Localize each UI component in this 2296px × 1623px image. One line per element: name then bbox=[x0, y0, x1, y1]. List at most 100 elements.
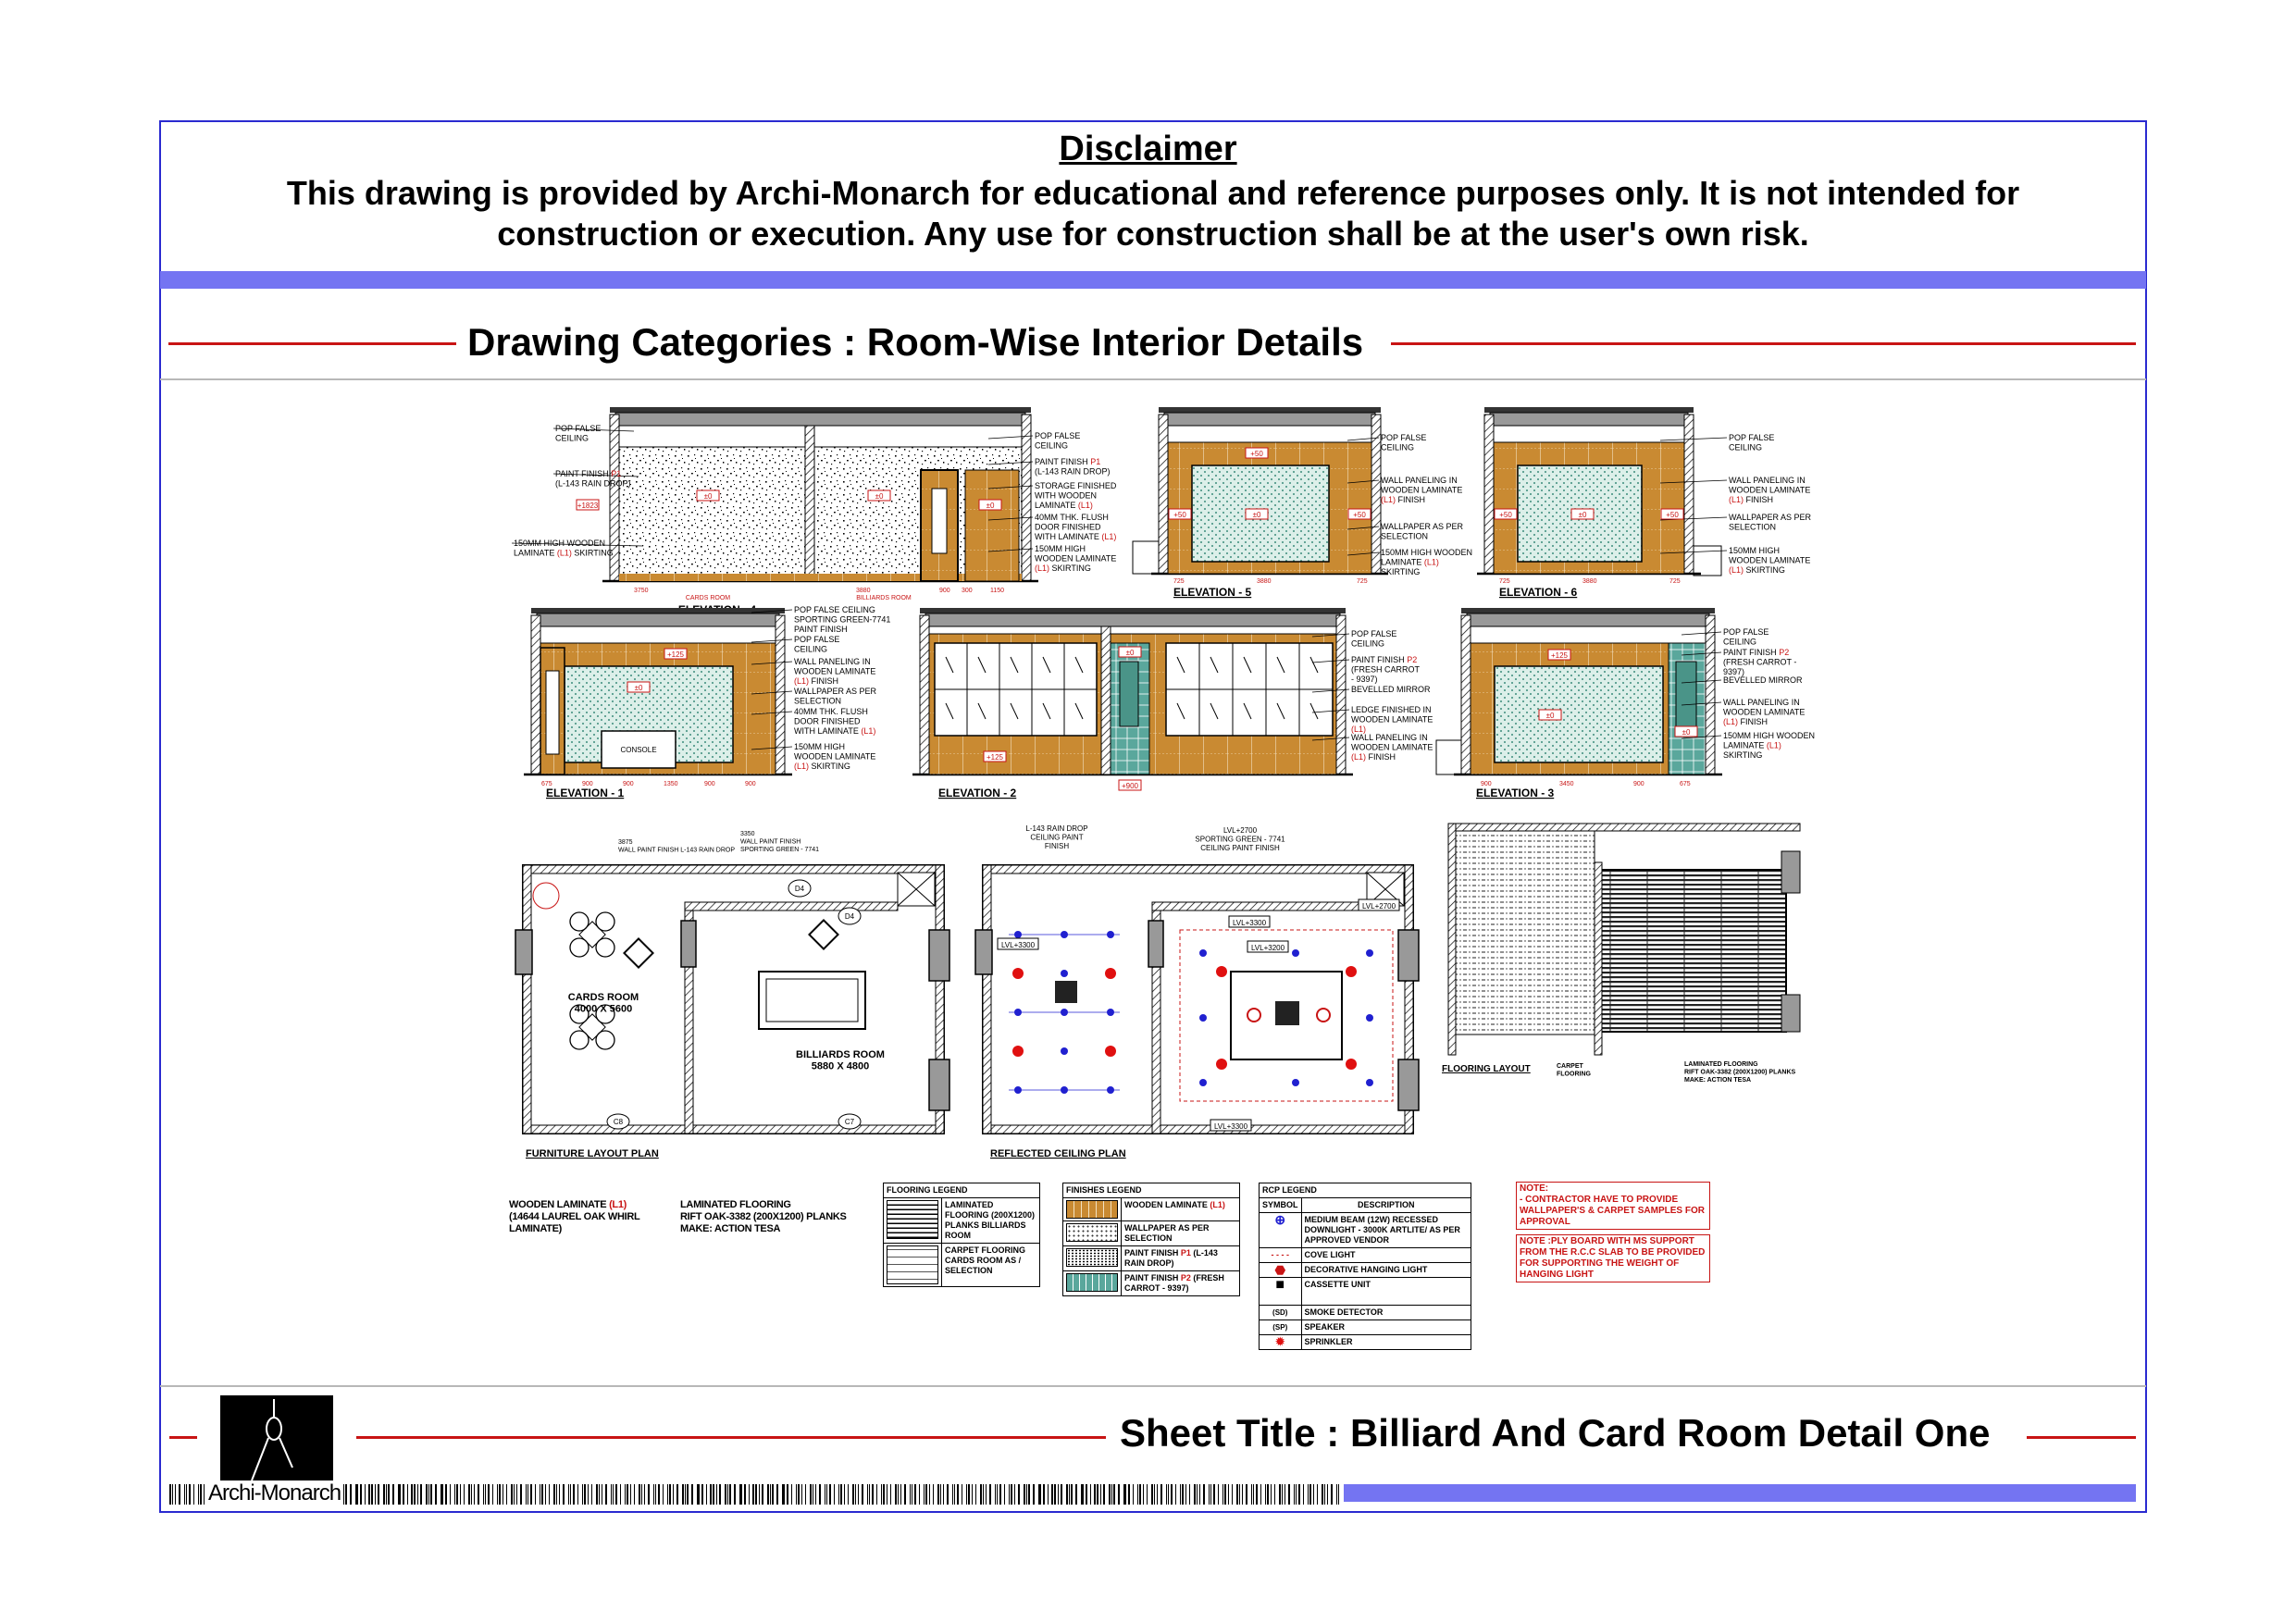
note-samples: NOTE: - CONTRACTOR HAVE TO PROVIDE WALLP… bbox=[1516, 1182, 1710, 1230]
chair-icon bbox=[595, 1030, 615, 1050]
ac-unit bbox=[1693, 545, 1722, 576]
barcode-bar bbox=[611, 1484, 612, 1505]
slab bbox=[531, 608, 785, 613]
dimension: 3880 bbox=[1582, 578, 1597, 585]
barcode-bar bbox=[754, 1484, 757, 1505]
callout-text: CEILING bbox=[555, 434, 589, 443]
barcode-bar bbox=[577, 1484, 578, 1505]
column bbox=[928, 929, 950, 982]
column bbox=[1781, 994, 1801, 1033]
barcode-bar bbox=[627, 1484, 629, 1505]
dimension: 900 bbox=[1633, 781, 1644, 787]
glass-mark bbox=[945, 702, 954, 720]
label-part: SELECTION bbox=[1381, 532, 1428, 541]
leader-line bbox=[1347, 551, 1380, 556]
barcode-bar bbox=[852, 1484, 855, 1505]
callout-text: WOODEN LAMINATE bbox=[1723, 708, 1805, 717]
label-part: WITH WOODEN bbox=[1035, 491, 1097, 501]
label-part: WOODEN LAMINATE bbox=[1729, 556, 1810, 565]
note-line: NOTE :PLY BOARD WITH MS SUPPORT bbox=[1520, 1236, 1694, 1246]
level-tag-text: +50 bbox=[1666, 511, 1679, 519]
cove-light bbox=[1179, 929, 1394, 1102]
label-part: 900 bbox=[745, 781, 756, 787]
barcode-bar bbox=[929, 1484, 930, 1505]
legend-title: FLOORING LEGEND bbox=[883, 1183, 1040, 1198]
callout-text: LEDGE FINISHED IN bbox=[1351, 705, 1432, 714]
level-tag-text: +50 bbox=[1353, 511, 1366, 519]
level-tag bbox=[1247, 940, 1289, 953]
level-tag bbox=[1245, 447, 1269, 459]
legend-row: WOODEN LAMINATE (L1) bbox=[1062, 1197, 1240, 1221]
label-part: 900 bbox=[582, 781, 593, 787]
barcode-bar bbox=[833, 1484, 835, 1505]
barcode-bar bbox=[1074, 1484, 1077, 1505]
label-part: BEVELLED MIRROR bbox=[1723, 675, 1803, 685]
label-part: 4000 X 5600 bbox=[575, 1004, 632, 1015]
legend-label: SMOKE DETECTOR bbox=[1300, 1305, 1472, 1320]
barcode-bar bbox=[644, 1484, 646, 1505]
level-tag bbox=[1674, 725, 1698, 737]
label-part: D4 bbox=[845, 912, 855, 921]
barcode-bar bbox=[867, 1484, 868, 1505]
level-tag bbox=[867, 489, 891, 502]
barcode-bar bbox=[584, 1484, 587, 1505]
barcode-bar bbox=[535, 1484, 536, 1505]
wall bbox=[982, 864, 992, 1134]
wall bbox=[919, 614, 930, 775]
legend-label: WOODEN LAMINATE bbox=[1124, 1200, 1208, 1209]
barcode-bar bbox=[359, 1484, 362, 1505]
barcode-bar bbox=[520, 1484, 523, 1505]
barcode-bar bbox=[726, 1484, 728, 1505]
label-part: P1 bbox=[611, 469, 621, 478]
barcode-bar bbox=[673, 1484, 675, 1505]
barcode-bar bbox=[1146, 1484, 1148, 1505]
wall bbox=[1447, 823, 1457, 1056]
callout-text: (L1) FINISH bbox=[1351, 752, 1396, 762]
label-part: (L1) bbox=[1351, 752, 1366, 762]
barcode-bar bbox=[1185, 1484, 1186, 1505]
label-part: CEILING bbox=[794, 645, 827, 654]
callout-text: PAINT FINISH P2 bbox=[1723, 648, 1789, 657]
dimension: 675 bbox=[1680, 781, 1691, 787]
level-tag bbox=[1547, 649, 1571, 661]
callout-text: 150MM HIGH WOODEN bbox=[1381, 548, 1472, 557]
leader-line bbox=[1311, 633, 1350, 638]
callout-text: SPORTING GREEN-7741 bbox=[794, 615, 890, 625]
barcode-bar bbox=[880, 1484, 883, 1505]
barcode-bar bbox=[1210, 1484, 1212, 1505]
barcode-bar bbox=[937, 1484, 940, 1505]
callout-text: LAMINATE (L1) SKIRTING bbox=[514, 549, 614, 558]
col-description: DESCRIPTION bbox=[1300, 1197, 1472, 1213]
barcode-bar bbox=[382, 1484, 385, 1505]
dimension: 900 bbox=[704, 781, 715, 787]
downlight-icon bbox=[1366, 1079, 1373, 1086]
label-part: CEILING bbox=[555, 434, 589, 443]
wall bbox=[935, 864, 945, 1134]
column bbox=[1781, 850, 1801, 894]
barcode-bar bbox=[904, 1484, 907, 1505]
legend-label: CARPET FLOORING CARDS ROOM AS / SELECTIO… bbox=[941, 1243, 1040, 1287]
level-tag bbox=[1168, 508, 1192, 520]
barcode-bar bbox=[781, 1484, 783, 1505]
label-part: +50 bbox=[1250, 450, 1263, 458]
wall bbox=[522, 1124, 945, 1134]
barcode-bar bbox=[687, 1484, 689, 1505]
label-part: (L1) bbox=[794, 762, 809, 771]
barcode-bar bbox=[1222, 1484, 1224, 1505]
barcode-bar bbox=[402, 1484, 404, 1505]
callout-text: WOODEN LAMINATE bbox=[1729, 486, 1810, 495]
barcode-bar bbox=[804, 1484, 806, 1505]
barcode-bar bbox=[1174, 1484, 1176, 1505]
barcode-bar bbox=[914, 1484, 917, 1505]
level-tag bbox=[1118, 646, 1142, 658]
label-part: (L-143 RAIN DROP) bbox=[555, 479, 631, 489]
barcode-bar bbox=[1267, 1484, 1270, 1505]
barcode-bar bbox=[1103, 1484, 1105, 1505]
barcode-bar bbox=[1117, 1484, 1120, 1505]
level-tag bbox=[1347, 508, 1371, 520]
slab bbox=[610, 407, 1031, 413]
barcode-bar bbox=[1011, 1484, 1013, 1505]
barcode-bar bbox=[1236, 1484, 1239, 1505]
